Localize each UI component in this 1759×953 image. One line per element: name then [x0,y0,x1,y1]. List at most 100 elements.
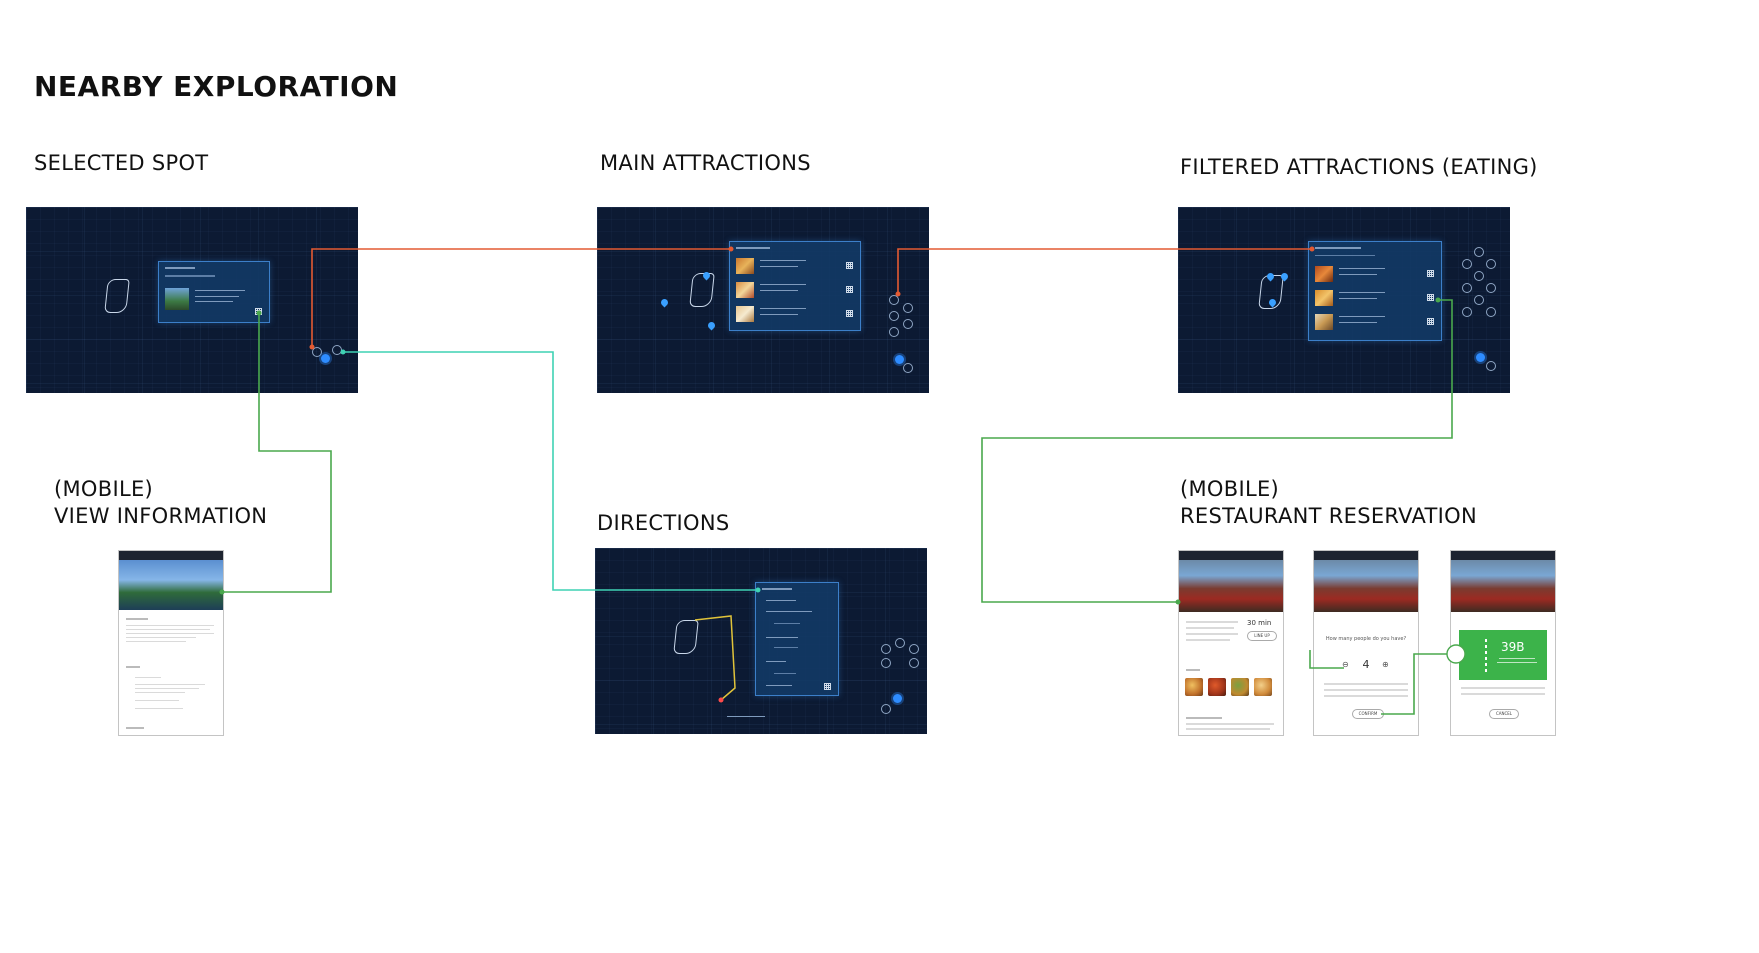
category-control-icon[interactable] [909,644,919,654]
category-control-icon[interactable] [1474,271,1484,281]
category-control-icon[interactable] [1486,259,1496,269]
restaurant-thumb[interactable] [1315,290,1333,306]
screen-main-attractions [597,207,929,393]
qr-code-icon[interactable] [1427,318,1434,325]
qr-code-icon[interactable] [824,683,831,690]
filter-control-icon[interactable] [312,347,322,357]
restaurants-list-card [1308,241,1442,341]
direction-step-line [774,673,796,674]
ticket-number: 39B [1501,640,1525,654]
label-mobile-view-line2: VIEW INFORMATION [54,504,268,528]
party-count: 4 [1362,658,1370,671]
direction-step-line [774,623,800,624]
direction-step-line [766,685,792,686]
wire-selected-to-main [311,248,731,347]
phone-status-bar [1451,551,1555,560]
direction-step-line [766,661,786,662]
about-text-line [135,692,185,693]
queue-ticket: 39B [1459,630,1547,680]
spot-detail-line [195,301,233,302]
direction-step-line [766,637,798,638]
spot-photo [165,288,189,310]
category-control-icon[interactable] [1462,307,1472,317]
direction-control-icon[interactable] [903,363,913,373]
directions-title-line [762,588,792,590]
attractions-list-card [729,241,861,331]
wire-endpoint [1446,644,1466,664]
attraction-thumb[interactable] [736,258,754,274]
attraction-text-line [760,314,798,315]
food-photo[interactable] [1208,678,1226,696]
about-text-line [135,708,183,709]
category-control-icon[interactable] [903,303,913,313]
spot-rating-line [165,275,215,277]
ticket-text-line [1499,658,1535,659]
current-location-dot [1476,353,1485,362]
category-control-icon[interactable] [1474,295,1484,305]
about-heading-line [126,666,140,668]
category-control-icon[interactable] [889,327,899,337]
review-text-line [1186,728,1270,730]
category-control-icon[interactable] [1462,283,1472,293]
party-text-line [1324,683,1408,685]
wire-endpoint [340,349,346,355]
line-up-button[interactable]: LINE UP [1247,631,1277,641]
qr-code-icon[interactable] [1427,294,1434,301]
food-photo[interactable] [1185,678,1203,696]
attraction-thumb[interactable] [736,282,754,298]
restaurants-card-subtitle-line [1315,255,1375,256]
label-mobile-reservation-line2: RESTAURANT RESERVATION [1180,504,1477,528]
wire-endpoint [1309,246,1315,252]
restaurant-thumb[interactable] [1315,266,1333,282]
category-control-icon[interactable] [1474,247,1484,257]
detail-text-line [1186,639,1230,641]
food-photo[interactable] [1254,678,1272,696]
directions-steps-card [755,582,839,696]
category-control-icon[interactable] [1462,259,1472,269]
phone-restaurant-detail: 30 min LINE UP [1178,550,1284,736]
qr-code-icon[interactable] [1427,270,1434,277]
label-directions: DIRECTIONS [597,511,730,535]
decrease-icon[interactable]: ⊖ [1342,660,1349,669]
qr-code-icon[interactable] [846,286,853,293]
photos-heading-line [1186,669,1200,671]
wire-endpoint [755,587,761,593]
category-control-icon[interactable] [881,658,891,668]
restaurant-text-line [1339,274,1377,275]
category-control-icon[interactable] [889,295,899,305]
phone-status-bar [119,551,223,560]
category-control-icon[interactable] [881,644,891,654]
ticket-perforation [1485,636,1487,672]
ticket-info-line [1461,693,1545,695]
qr-code-icon[interactable] [846,262,853,269]
attraction-text-line [760,266,798,267]
increase-icon[interactable]: ⊕ [1382,660,1389,669]
category-control-icon[interactable] [1486,283,1496,293]
restaurant-hero-photo [1179,560,1283,612]
restaurants-card-title-line [1315,247,1361,249]
direction-control-icon[interactable] [881,704,891,714]
overview-heading-line [126,618,148,620]
customer-review-heading-line [1186,717,1222,719]
category-control-icon[interactable] [1486,307,1496,317]
category-control-icon[interactable] [895,638,905,648]
wire-endpoint [728,246,734,252]
attraction-thumb[interactable] [736,306,754,322]
category-control-icon[interactable] [909,658,919,668]
cancel-button[interactable]: CANCEL [1489,709,1519,719]
spot-detail-line [195,296,239,297]
food-photo[interactable] [1231,678,1249,696]
attraction-text-line [760,260,806,261]
about-text-line [135,677,161,678]
label-main-attractions: MAIN ATTRACTIONS [600,151,811,175]
label-filtered-attractions: FILTERED ATTRACTIONS (EATING) [1180,155,1538,179]
direction-control-icon[interactable] [1486,361,1496,371]
qr-code-icon[interactable] [846,310,853,317]
ticket-info-line [1461,687,1545,689]
restaurant-text-line [1339,268,1385,269]
category-control-icon[interactable] [889,311,899,321]
category-control-icon[interactable] [903,319,913,329]
direction-heading-line[interactable] [126,727,144,729]
restaurant-thumb[interactable] [1315,314,1333,330]
restaurant-hero-photo [1314,560,1418,612]
